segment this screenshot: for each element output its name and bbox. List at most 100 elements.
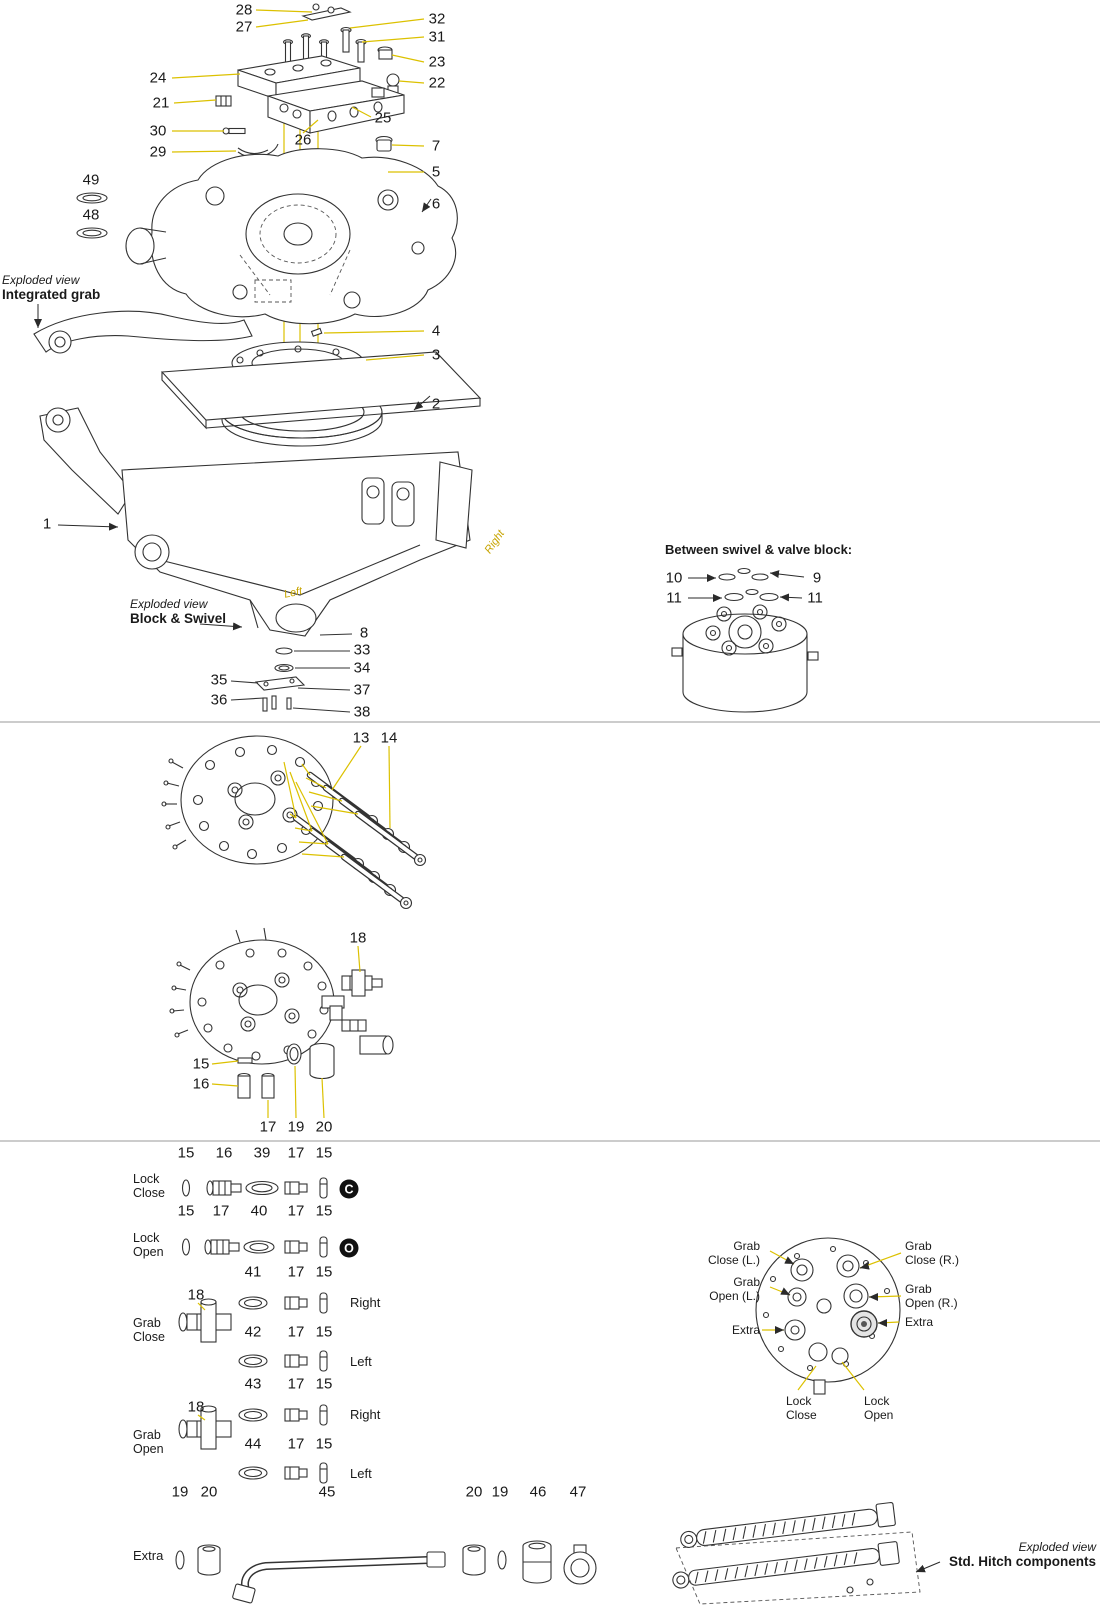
block-swivel-view-label: Exploded view Block & Swivel <box>130 597 227 627</box>
extra-num-19b: 19 <box>491 1483 509 1501</box>
callout-6: 6 <box>431 195 441 213</box>
hitch-grab-open-r-line1: Grab <box>905 1282 932 1296</box>
grabopen-num-44: 44 <box>244 1435 262 1453</box>
lock-open-label: Lock Open <box>133 1231 164 1259</box>
callout-34: 34 <box>353 659 371 677</box>
callout-9: 9 <box>812 569 822 587</box>
grabopen-num-17a: 17 <box>287 1375 305 1393</box>
grabclose-num-41: 41 <box>244 1263 262 1281</box>
between-swivel-title: Between swivel & valve block: <box>665 542 853 557</box>
callout-10: 10 <box>665 569 683 587</box>
extra-num-45: 45 <box>318 1483 336 1501</box>
lock-close-label: Lock Close <box>133 1172 165 1200</box>
lockclose-num-15a: 15 <box>177 1144 195 1162</box>
grabclose-left-label: Left <box>350 1354 372 1369</box>
lock-close-badge: C <box>339 1179 359 1199</box>
grabclose-num-17a: 17 <box>287 1263 305 1281</box>
grabclose-num-15a: 15 <box>315 1263 333 1281</box>
grabclose-num-17b: 17 <box>287 1323 305 1341</box>
std-hitch-view-label: Exploded view Std. Hitch components <box>900 1541 1096 1570</box>
callout-11-left: 11 <box>666 589 682 607</box>
extra-row-drawing <box>175 1540 597 1604</box>
grabopen-num-17b: 17 <box>287 1435 305 1453</box>
hitch-lock-open-line2: Open <box>864 1407 894 1422</box>
hitch-lock-open-line1: Lock <box>864 1394 890 1408</box>
integrated-grab-view-label: Exploded view Integrated grab <box>2 273 100 303</box>
callout-20: 20 <box>315 1118 333 1136</box>
extra-label: Extra <box>133 1548 164 1563</box>
grab-close-label: Grab Close <box>133 1316 165 1344</box>
callout-29: 29 <box>149 143 167 161</box>
callout-19: 19 <box>287 1118 305 1136</box>
callout-27: 27 <box>235 18 253 36</box>
grabopen-right-label: Right <box>350 1407 381 1422</box>
hitch-grab-open-l-label: Grab Open (L.) <box>662 1275 760 1303</box>
grabopen-left-label: Left <box>350 1466 372 1481</box>
bolt-plate-drawing <box>161 735 334 865</box>
callout-15: 15 <box>192 1055 210 1073</box>
grabopen-num-15a: 15 <box>315 1375 333 1393</box>
lockclose-num-16: 16 <box>215 1144 233 1162</box>
grab-open-label: Grab Open <box>133 1428 164 1456</box>
lockopen-num-40: 40 <box>250 1202 268 1220</box>
callout-49: 49 <box>82 171 100 189</box>
grabclose-num-42: 42 <box>244 1323 262 1341</box>
callout-38: 38 <box>353 703 371 721</box>
callout-11-right: 11 <box>807 589 823 607</box>
lock-close-line2: Close <box>133 1186 165 1200</box>
std-hitch-sketch <box>672 1501 941 1605</box>
extra-num-20: 20 <box>200 1483 218 1501</box>
callout-35: 35 <box>210 671 228 689</box>
hitch-leader-lines <box>762 1250 902 1391</box>
integrated-grab-kicker: Exploded view <box>2 273 80 287</box>
callout-5: 5 <box>431 163 441 181</box>
std-hitch-title: Std. Hitch components <box>948 1554 1096 1569</box>
lockclose-num-39: 39 <box>253 1144 271 1162</box>
hitch-grab-close-r-label: Grab Close (R.) <box>905 1239 959 1267</box>
hitch-grab-close-l-label: Grab Close (L.) <box>662 1239 760 1267</box>
callout-24: 24 <box>149 69 167 87</box>
extra-num-20b: 20 <box>465 1483 483 1501</box>
middle-leader-lines <box>211 745 391 1119</box>
callout-3: 3 <box>431 346 441 364</box>
callout-7: 7 <box>431 137 441 155</box>
callout-4: 4 <box>431 322 441 340</box>
lockopen-num-15b: 15 <box>315 1202 333 1220</box>
callout-22: 22 <box>428 74 446 92</box>
callout-21: 21 <box>152 94 170 112</box>
callout-2: 2 <box>431 395 441 413</box>
top-leader-lines <box>34 9 805 713</box>
callout-17: 17 <box>259 1118 277 1136</box>
hitch-grab-open-r-line2: Open (R.) <box>905 1295 958 1310</box>
grabopen-num-43: 43 <box>244 1375 262 1393</box>
callout-28: 28 <box>235 1 253 19</box>
lock-open-line1: Lock <box>133 1231 160 1245</box>
lock-open-badge: O <box>339 1238 359 1258</box>
hitch-extra-left-label: Extra <box>731 1323 760 1337</box>
hitch-grab-open-r-label: Grab Open (R.) <box>905 1282 958 1310</box>
fitting-plate-drawing <box>169 927 394 1099</box>
lock-close-line1: Lock <box>133 1172 160 1186</box>
hitch-grab-close-l-line2: Close (L.) <box>707 1252 760 1267</box>
grab-open-line1: Grab <box>133 1428 161 1442</box>
lockclose-num-17: 17 <box>287 1144 305 1162</box>
block-swivel-kicker: Exploded view <box>130 597 208 611</box>
hitch-grab-close-r-line1: Grab <box>905 1239 932 1253</box>
grabclose-num-18: 18 <box>187 1286 205 1304</box>
hitch-lock-close-line2: Close <box>786 1407 817 1422</box>
callout-37: 37 <box>353 681 371 699</box>
callout-36: 36 <box>210 691 228 709</box>
block-swivel-drawing <box>254 647 306 712</box>
callout-13: 13 <box>352 729 370 747</box>
callout-14: 14 <box>380 729 398 747</box>
lockopen-num-17b: 17 <box>287 1202 305 1220</box>
callout-25: 25 <box>374 109 392 127</box>
grab-close-line1: Grab <box>133 1316 161 1330</box>
block-swivel-title: Block & Swivel <box>130 611 227 626</box>
grab-close-line2: Close <box>133 1330 165 1344</box>
grabopen-num-15b: 15 <box>315 1435 333 1453</box>
swivel-detail-drawing <box>671 567 819 713</box>
callout-18: 18 <box>349 929 367 947</box>
hitch-plate-drawing <box>755 1237 901 1395</box>
